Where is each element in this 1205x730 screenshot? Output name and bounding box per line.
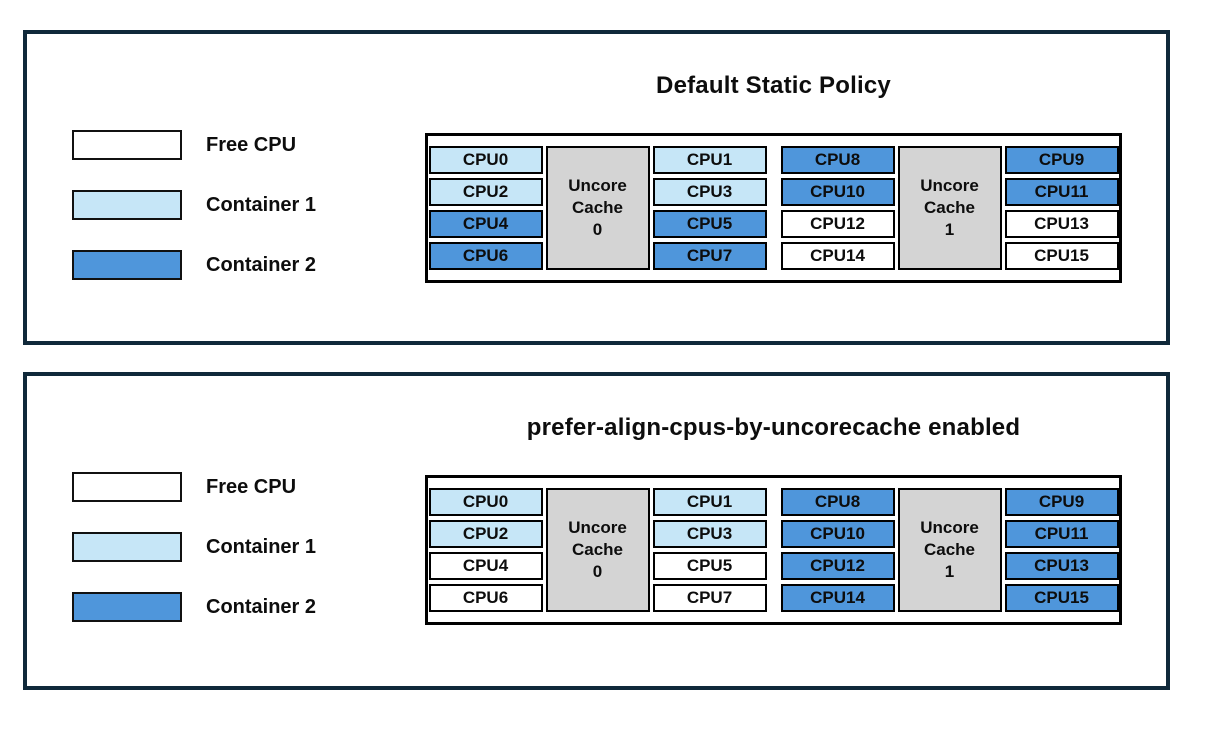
cache-label-line: 1	[944, 561, 955, 581]
cache-label-line: Cache	[923, 198, 976, 218]
cpu-cell: CPU11	[1004, 178, 1119, 206]
legend-item-container-2: Container 2	[72, 592, 316, 622]
legend-label: Container 1	[206, 535, 317, 558]
cpu-column-left: CPU8 CPU10 CPU12 CPU14	[780, 146, 895, 270]
legend-label: Free CPU	[206, 475, 297, 498]
cpu-cell: CPU6	[428, 584, 543, 612]
cpu-cell: CPU5	[652, 210, 767, 238]
cache-label-line: Cache	[923, 540, 976, 560]
cpu-cell: CPU9	[1004, 488, 1119, 516]
cpu-cell: CPU4	[428, 210, 543, 238]
legend-item-free-cpu: Free CPU	[72, 130, 316, 160]
legend: Free CPU Container 1 Container 2	[72, 130, 316, 280]
legend-swatch-container-1	[72, 532, 182, 562]
legend-item-container-1: Container 1	[72, 532, 316, 562]
uncore-cluster-0: CPU0 CPU2 CPU4 CPU6 Uncore Cache 0 CPU1 …	[428, 488, 767, 612]
panel-title: Default Static Policy	[656, 72, 891, 99]
panel-default-static-policy: Default Static Policy Free CPU Container…	[23, 30, 1170, 345]
cpu-cell: CPU13	[1004, 210, 1119, 238]
cpu-cell: CPU10	[780, 178, 895, 206]
cpu-cell: CPU5	[652, 552, 767, 580]
cpu-cell: CPU7	[652, 584, 767, 612]
cpu-cell: CPU8	[780, 146, 895, 174]
legend-label: Container 2	[206, 253, 317, 276]
cpu-cell: CPU3	[652, 178, 767, 206]
cpu-cell: CPU10	[780, 520, 895, 548]
cpu-column-right: CPU1 CPU3 CPU5 CPU7	[652, 488, 767, 612]
cache-label-line: 1	[944, 219, 955, 239]
uncore-cluster-1: CPU8 CPU10 CPU12 CPU14 Uncore Cache 1 CP…	[780, 488, 1119, 612]
cache-label-line: Uncore	[920, 176, 979, 196]
legend-item-container-1: Container 1	[72, 190, 316, 220]
cpu-column-left: CPU0 CPU2 CPU4 CPU6	[428, 488, 543, 612]
legend-item-free-cpu: Free CPU	[72, 472, 316, 502]
cpu-cell: CPU2	[428, 520, 543, 548]
cpu-cell: CPU12	[780, 210, 895, 238]
legend-swatch-container-1	[72, 190, 182, 220]
cache-label-line: 0	[592, 219, 603, 239]
cpu-cell: CPU14	[780, 584, 895, 612]
cpu-column-left: CPU0 CPU2 CPU4 CPU6	[428, 146, 543, 270]
cpu-cell: CPU0	[428, 146, 543, 174]
cpu-cell: CPU11	[1004, 520, 1119, 548]
cpu-cell: CPU12	[780, 552, 895, 580]
cache-label-line: Cache	[571, 540, 624, 560]
uncore-cache-1-box: Uncore Cache 1	[897, 146, 1002, 270]
cpu-column-left: CPU8 CPU10 CPU12 CPU14	[780, 488, 895, 612]
cpu-cell: CPU8	[780, 488, 895, 516]
cpu-cell: CPU1	[652, 146, 767, 174]
cpu-column-right: CPU1 CPU3 CPU5 CPU7	[652, 146, 767, 270]
cpu-cell: CPU2	[428, 178, 543, 206]
cpu-cell: CPU15	[1004, 242, 1119, 270]
cpu-cell: CPU1	[652, 488, 767, 516]
legend-swatch-container-2	[72, 250, 182, 280]
legend-label: Container 2	[206, 595, 317, 618]
cpu-column-right: CPU9 CPU11 CPU13 CPU15	[1004, 146, 1119, 270]
cpu-cell: CPU6	[428, 242, 543, 270]
legend-item-container-2: Container 2	[72, 250, 316, 280]
cache-label-line: 0	[592, 561, 603, 581]
cpu-cell: CPU14	[780, 242, 895, 270]
legend-swatch-container-2	[72, 592, 182, 622]
legend-label: Container 1	[206, 193, 317, 216]
cpu-cell: CPU15	[1004, 584, 1119, 612]
cache-label-line: Uncore	[568, 176, 627, 196]
uncore-cache-0-box: Uncore Cache 0	[545, 146, 650, 270]
cache-label-line: Uncore	[568, 518, 627, 538]
cpu-cell: CPU3	[652, 520, 767, 548]
legend: Free CPU Container 1 Container 2	[72, 472, 316, 622]
uncore-cluster-0: CPU0 CPU2 CPU4 CPU6 Uncore Cache 0 CPU1 …	[428, 146, 767, 270]
uncore-cache-1-box: Uncore Cache 1	[897, 488, 1002, 612]
uncore-cache-0-box: Uncore Cache 0	[545, 488, 650, 612]
legend-swatch-free-cpu	[72, 472, 182, 502]
cpu-cell: CPU9	[1004, 146, 1119, 174]
cpu-cell: CPU7	[652, 242, 767, 270]
cpu-diagram: CPU0 CPU2 CPU4 CPU6 Uncore Cache 0 CPU1 …	[425, 475, 1122, 625]
panel-uncorecache-enabled: prefer-align-cpus-by-uncorecache enabled…	[23, 372, 1170, 690]
cpu-column-right: CPU9 CPU11 CPU13 CPU15	[1004, 488, 1119, 612]
cache-label-line: Uncore	[920, 518, 979, 538]
legend-label: Free CPU	[206, 133, 297, 156]
cpu-diagram: CPU0 CPU2 CPU4 CPU6 Uncore Cache 0 CPU1 …	[425, 133, 1122, 283]
cpu-cell: CPU0	[428, 488, 543, 516]
cpu-cell: CPU4	[428, 552, 543, 580]
cpu-cell: CPU13	[1004, 552, 1119, 580]
uncore-cluster-1: CPU8 CPU10 CPU12 CPU14 Uncore Cache 1 CP…	[780, 146, 1119, 270]
panel-title: prefer-align-cpus-by-uncorecache enabled	[526, 414, 1021, 441]
legend-swatch-free-cpu	[72, 130, 182, 160]
cache-label-line: Cache	[571, 198, 624, 218]
